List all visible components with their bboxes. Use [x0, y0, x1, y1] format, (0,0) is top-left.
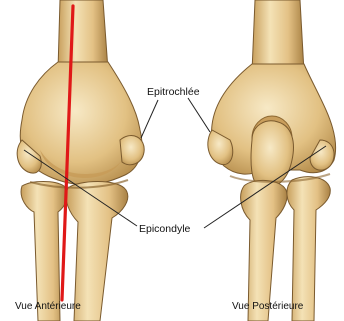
label-posterior-view: Vue Postérieure	[232, 301, 303, 313]
label-anterior-view: Vue Antérieure	[15, 301, 81, 313]
posterior-ulna	[241, 180, 287, 321]
leader-epitrochlee-anterior	[141, 100, 158, 138]
label-epitrochlee: Epitrochlée	[147, 86, 200, 98]
anterior-humerus-shaft	[58, 0, 108, 70]
anterior-elbow	[17, 0, 144, 321]
leader-epitrochlee-posterior	[188, 98, 210, 132]
posterior-elbow	[208, 0, 336, 321]
posterior-radius	[287, 177, 330, 321]
label-epicondyle: Epicondyle	[139, 223, 190, 235]
posterior-olecranon	[251, 121, 293, 188]
anterior-medial-epicondyle	[120, 136, 144, 165]
posterior-humerus-shaft	[252, 0, 304, 72]
